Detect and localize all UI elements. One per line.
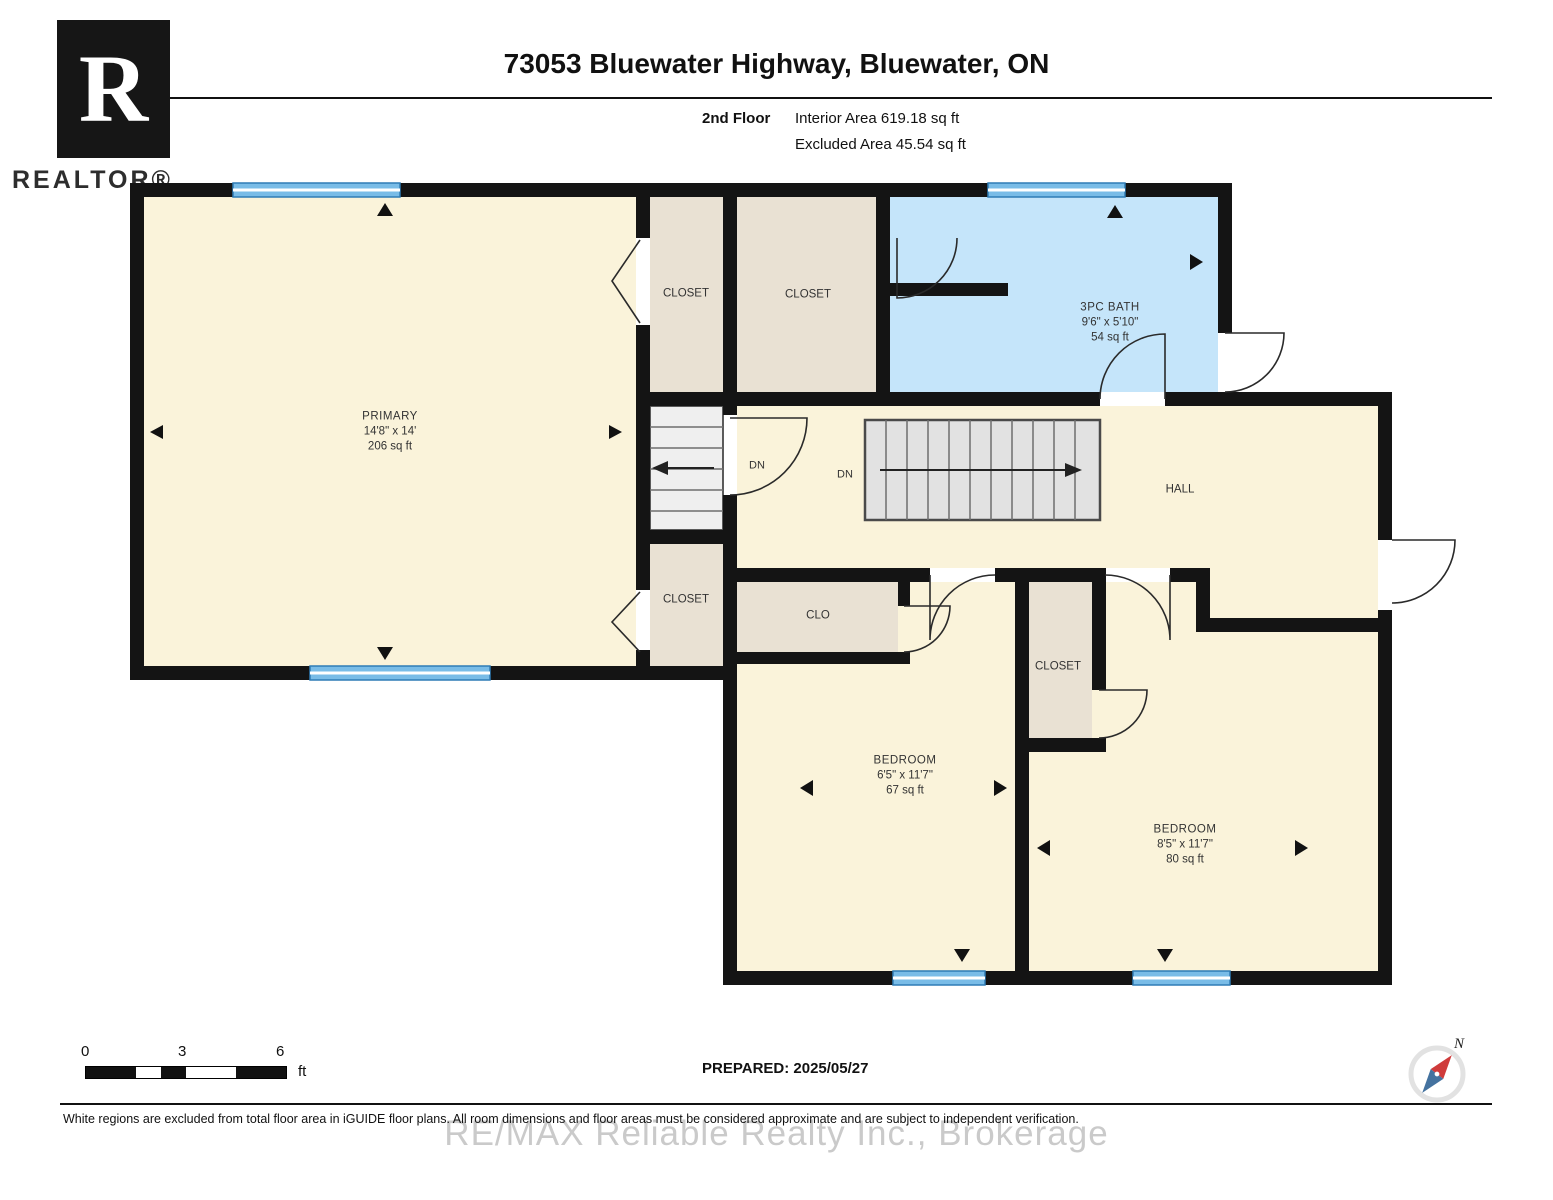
footer-divider <box>60 1103 1492 1105</box>
scale-end-label: 6 <box>276 1043 285 1060</box>
main-stairs <box>863 418 1102 522</box>
room-name: CLOSET <box>784 288 832 301</box>
scale-segment <box>86 1067 136 1078</box>
scale-mid-label: 3 <box>178 1043 187 1060</box>
room-name: CLOSET <box>662 593 710 606</box>
closet-top-2-fill <box>737 197 876 392</box>
brokerage-watermark: RE/MAX Reliable Realty Inc., Brokerage <box>444 1114 1109 1153</box>
room-name: 3PC BATH <box>1080 301 1140 314</box>
room-name: CLOSET <box>662 287 710 300</box>
bedroom-large-label: BEDROOM 8'5" x 11'7" 80 sq ft <box>1154 823 1217 868</box>
room-name: CLOSET <box>1034 660 1082 673</box>
arrow-left-icon <box>150 425 163 439</box>
dimension-arrows <box>150 203 1308 962</box>
walls <box>130 183 1392 985</box>
door-arc-icon <box>1224 332 1285 393</box>
arrow-up-icon <box>377 203 393 216</box>
header-divider <box>60 97 1492 99</box>
closet-top-2-label: CLOSET <box>785 288 831 303</box>
realtor-logo-icon: R <box>57 20 170 158</box>
room-name: CLO <box>806 609 830 622</box>
page-title: 73053 Bluewater Highway, Bluewater, ON <box>503 48 1050 79</box>
arrow-right-icon <box>1295 840 1308 856</box>
closet-top-1-label: CLOSET <box>663 287 709 302</box>
arrow-down-icon <box>1157 949 1173 962</box>
interior-area: Interior Area 619.18 sq ft <box>795 110 960 127</box>
scale-unit-label: ft <box>298 1063 307 1080</box>
closet-mid-fill <box>650 544 723 666</box>
bedroom-small-label: BEDROOM 6'5" x 11'7" 67 sq ft <box>874 754 937 799</box>
window <box>892 970 986 986</box>
door-arc-icon <box>929 574 996 641</box>
disclaimer-text: White regions are excluded from total fl… <box>63 1112 1079 1126</box>
scale-segment <box>186 1067 236 1078</box>
bath-label: 3PC BATH 9'6" x 5'10" 54 sq ft <box>1080 301 1139 346</box>
scale-segment <box>136 1067 161 1078</box>
arrow-left-icon <box>800 780 813 796</box>
room-area: 80 sq ft <box>1166 853 1204 866</box>
scale-segment <box>161 1067 186 1078</box>
room-name: PRIMARY <box>362 410 418 423</box>
scale-segment <box>236 1067 286 1078</box>
closet-mid-label: CLOSET <box>663 593 709 608</box>
bifold-door-icon <box>610 591 641 653</box>
compass-icon: N <box>1408 1036 1466 1103</box>
scale-start-label: 0 <box>81 1043 90 1060</box>
room-dims: 8'5" x 11'7" <box>1157 838 1213 851</box>
upper-stairs <box>649 405 724 531</box>
window <box>1132 970 1231 986</box>
hall-label: HALL <box>1166 483 1195 498</box>
arrow-right-icon <box>609 425 622 439</box>
stairs-dn-label: DN <box>749 459 765 472</box>
bifold-door-icon <box>611 239 641 324</box>
room-name: BEDROOM <box>1153 823 1217 836</box>
room-area: 54 sq ft <box>1091 331 1129 344</box>
room-dims: 9'6" x 5'10" <box>1081 316 1139 329</box>
door-arc-icon <box>1098 689 1148 739</box>
scale-bar: 0 3 6 ft <box>81 1043 306 1080</box>
clo-label: CLO <box>806 609 830 624</box>
room-dims: 6'5" x 11'7" <box>877 769 933 782</box>
window <box>987 182 1126 198</box>
primary-room-fill <box>144 197 636 666</box>
room-dims: 14'8" x 14' <box>363 425 417 438</box>
floor-label: 2nd Floor <box>702 110 771 127</box>
door-arc-icon <box>1099 333 1166 400</box>
closet-between-fill <box>1029 582 1092 738</box>
door-arc-icon <box>729 417 808 496</box>
door-arc-icon <box>1391 539 1456 604</box>
excluded-area: Excluded Area 45.54 sq ft <box>795 136 966 153</box>
door-arc-icon <box>1104 574 1171 641</box>
primary-room-label: PRIMARY 14'8" x 14' 206 sq ft <box>362 410 418 455</box>
arrow-right-icon <box>994 780 1007 796</box>
window <box>232 182 401 198</box>
arrow-left-icon <box>1037 840 1050 856</box>
arrow-down-icon <box>954 949 970 962</box>
room-name: HALL <box>1165 483 1195 496</box>
door-swings <box>610 237 1456 739</box>
room-name: BEDROOM <box>873 754 937 767</box>
arrow-down-icon <box>377 647 393 660</box>
stairs-direction-arrow-icon <box>652 461 668 475</box>
clo-fill <box>737 582 898 652</box>
room-area: 206 sq ft <box>367 440 413 453</box>
closet-top-1-fill <box>650 197 723 392</box>
closet-between-label: CLOSET <box>1035 660 1081 675</box>
window <box>309 665 491 681</box>
room-area: 67 sq ft <box>886 784 924 797</box>
windows <box>232 182 1231 986</box>
prepared-date: PREPARED: 2025/05/27 <box>702 1060 869 1077</box>
stairs-direction-arrow-icon <box>1065 463 1082 477</box>
door-arc-icon <box>903 605 951 653</box>
door-arc-icon <box>896 237 958 299</box>
arrow-up-icon <box>1107 205 1123 218</box>
arrow-right-icon <box>1190 254 1203 270</box>
stairs-dn-label: DN <box>837 468 853 481</box>
compass-north-label: N <box>1453 1036 1465 1052</box>
